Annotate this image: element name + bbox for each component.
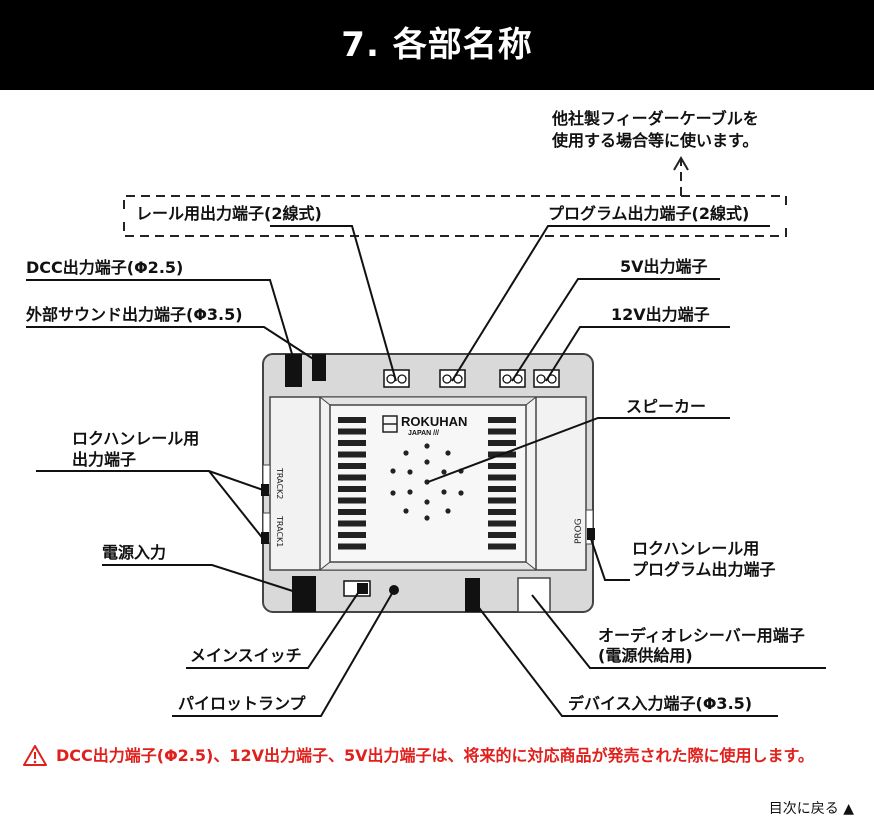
brand-text: ROKUHAN [401,414,467,429]
vent-slot [338,543,366,550]
vent-slot [488,497,516,504]
speaker-hole [441,469,447,475]
warning-text: DCC出力端子(Φ2.5)、12V出力端子、5V出力端子は、将来的に対応商品が発… [56,746,814,765]
track1-label: TRACK1 [275,515,284,547]
vent-slot [488,543,516,550]
brand-sub-text: JAPAN /// [408,430,439,437]
note-arrow-icon [673,156,689,171]
vent-slot [338,451,366,458]
device-input-label: デバイス入力端子(Φ3.5) [568,694,753,713]
power-input-label: 電源入力 [102,543,167,562]
speaker-hole [407,469,413,475]
power-input-port [292,576,316,612]
speaker-hole [458,490,464,496]
audio-receiver-label-line1: オーディオレシーバー用端子 [598,626,805,645]
pilot-lamp-label: パイロットランプ [178,694,306,713]
dcc-out-label: DCC出力端子(Φ2.5) [26,258,184,277]
v12-out-label: 12V出力端子 [611,305,710,324]
vent-slot [488,463,516,469]
vent-slot [338,532,366,538]
vent-slot [338,463,366,469]
speaker-hole [390,490,396,496]
panel-bevel-bottom [318,561,538,571]
vent-slot [488,428,516,435]
speaker-hole [445,450,451,456]
prog-rail-label-line1: ロクハンレール用 [632,539,760,558]
vent-slot [338,428,366,435]
dashed-bracket [123,158,787,237]
vent-slot [338,497,366,504]
rail-out-terminal [383,369,410,388]
vent-slot [488,440,516,446]
vent-slot [338,509,366,515]
vent-slot [338,474,366,481]
speaker-hole [407,489,413,495]
device-body: ROKUHAN JAPAN /// TRACK2 [261,353,595,613]
rail-out-label: レール用出力端子(2線式) [136,204,322,223]
page-title: 7. 各部名称 [341,25,533,65]
sound-out-label: 外部サウンド出力端子(Φ3.5) [26,305,243,324]
speaker-hole [403,450,409,456]
vent-slots-left [338,417,366,550]
vent-slot [338,520,366,527]
warning-icon [23,745,47,766]
vent-slot [338,440,366,446]
vent-slot [338,486,366,492]
speaker-hole [424,479,430,485]
vent-slot [488,486,516,492]
vent-slot [488,520,516,527]
rokuhan-rail-label-line1: ロクハンレール用 [72,429,200,448]
v5-out-label: 5V出力端子 [620,257,708,276]
vent-slot [488,509,516,515]
speaker-holes [390,443,464,521]
header-bar [0,0,874,90]
speaker-hole [390,468,396,474]
prog-port [587,528,595,540]
speaker-hole [424,515,430,521]
track1-port [261,532,269,544]
bracket-bottom [123,222,787,237]
sound-out-port [312,354,326,381]
prog-out-label: プログラム出力端子(2線式) [548,204,750,223]
panel-bevel-top [318,396,538,406]
prog-rail-label-line2: プログラム出力端子 [632,560,776,579]
bracket-top [123,195,787,209]
dcc-out-port [285,354,302,387]
rokuhan-rail-label-line2: 出力端子 [72,450,137,469]
vent-slot [338,417,366,423]
leader-lines [26,225,826,717]
speaker-hole [424,459,430,465]
back-to-toc-link[interactable]: 目次に戻る ▲ [768,801,854,817]
main-switch-label: メインスイッチ [190,646,302,665]
speaker-hole [424,499,430,505]
vent-slot [488,417,516,423]
track2-label: TRACK2 [275,467,284,499]
audio-receiver-label-line2: (電源供給用) [598,646,693,665]
prog-label: PROG [574,518,584,544]
speaker-hole [424,443,430,449]
audio-receiver-port [517,577,551,613]
vent-slot [488,474,516,481]
feeder-note-line2: 使用する場合等に使います。 [552,131,759,150]
vent-slot [488,532,516,538]
feeder-note-line1: 他社製フィーダーケーブルを [552,109,759,128]
speaker-hole [403,508,409,514]
speaker-hole [445,508,451,514]
speaker-label: スピーカー [626,397,707,416]
speaker-hole [441,489,447,495]
